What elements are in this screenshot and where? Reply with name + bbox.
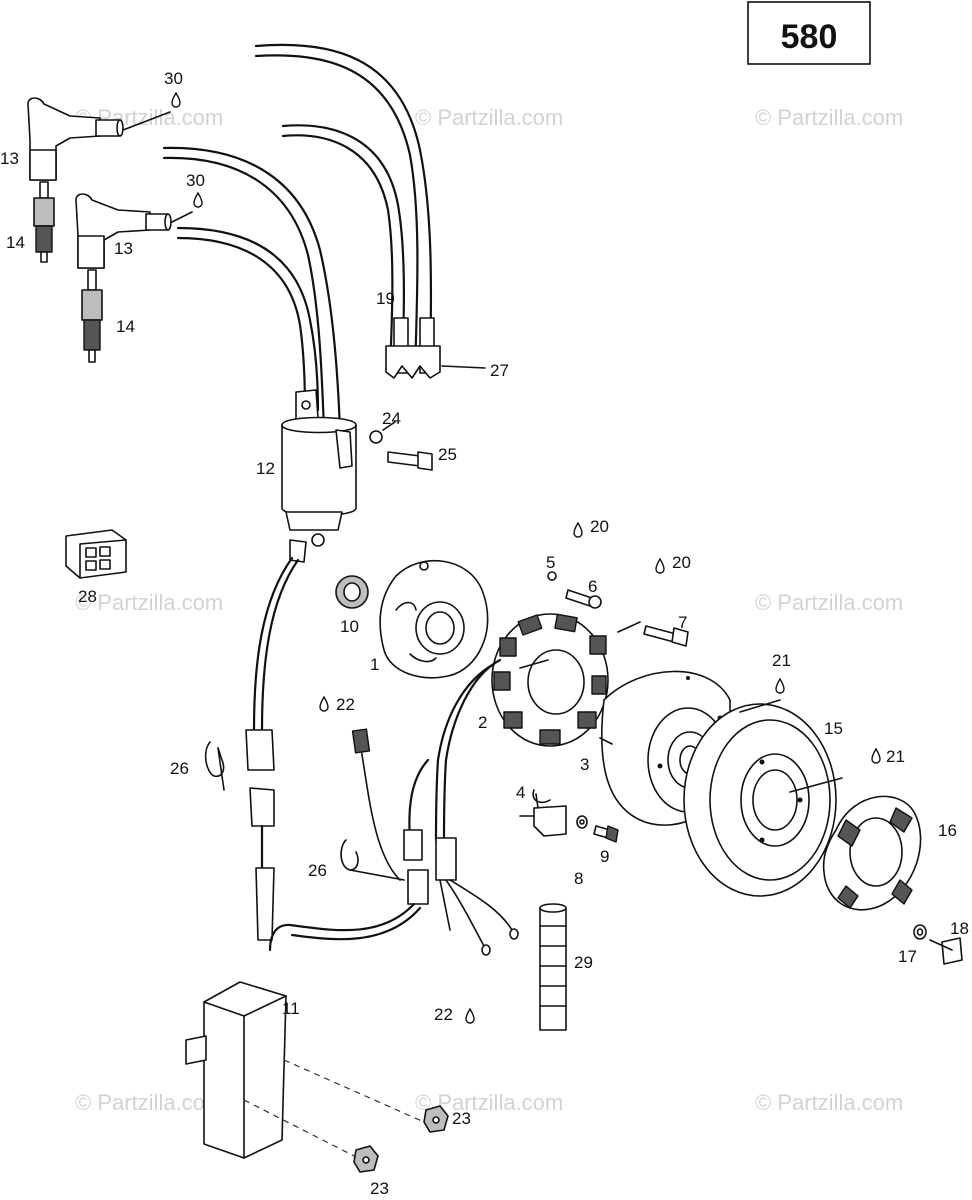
spark-plug-upper [33, 181, 55, 263]
callout-6: 6 [588, 577, 597, 596]
trigger-coil [519, 789, 567, 837]
callout-5: 5 [546, 553, 555, 572]
callout-18: 18 [950, 919, 969, 938]
callout-16: 16 [938, 821, 957, 840]
callout-25: 25 [438, 445, 457, 464]
callout-3: 3 [580, 755, 589, 774]
wire-clip [385, 345, 486, 379]
watermark: © Partzilla.com [755, 1090, 903, 1115]
lubricant-icon [573, 522, 583, 538]
flywheel-screw [643, 625, 689, 647]
coil-harness [245, 556, 300, 941]
lubricant-icon [193, 192, 203, 208]
engine-badge-text: 580 [781, 18, 838, 56]
callout-8: 8 [574, 869, 583, 888]
engine-badge: 580 [747, 1, 871, 65]
callout-26: 26 [308, 861, 327, 880]
callout-11: 11 [282, 999, 300, 1018]
pulley-washer [913, 924, 927, 940]
callout-22: 22 [336, 695, 355, 714]
stator-connector [351, 728, 371, 754]
trigger-screw [593, 825, 619, 843]
spark-plug-cap-upper [27, 97, 171, 181]
watermarks: © Partzilla.com © Partzilla.com © Partzi… [75, 105, 903, 1115]
lubricant-icon [655, 558, 665, 574]
lubricant-icon [871, 748, 881, 764]
cdi-module [185, 981, 287, 1159]
washer [576, 815, 588, 829]
lubricant-icon [465, 1008, 475, 1024]
wire-sleeve [539, 903, 567, 1031]
callout-15: 15 [824, 719, 843, 738]
callout-1: 1 [370, 655, 379, 674]
spark-plug-cap-lower [75, 193, 193, 269]
nut-upper [423, 1105, 449, 1133]
callout-17: 17 [898, 947, 917, 966]
leader-lines [519, 621, 843, 809]
grommet [335, 575, 369, 609]
cable-tie-left [204, 741, 225, 791]
callout-22: 22 [434, 1005, 453, 1024]
cdi-mount-lines [243, 1059, 425, 1161]
callout-29: 29 [574, 953, 593, 972]
callout-21: 21 [772, 651, 791, 670]
callout-7: 7 [678, 613, 687, 632]
watermark: © Partzilla.com [755, 590, 903, 615]
ring-gear [683, 703, 837, 897]
cable-tie-center [340, 839, 405, 881]
nut-lower [353, 1145, 379, 1173]
ignition-coil [281, 389, 396, 563]
lubricant-icon [319, 696, 329, 712]
stator [491, 613, 609, 747]
pulley-screw [929, 937, 963, 965]
lubricant-icon [775, 678, 785, 694]
connector-housing [65, 529, 127, 579]
watermark: © Partzilla.com [75, 590, 223, 615]
callout-4: 4 [516, 783, 525, 802]
watermark: © Partzilla.com [755, 105, 903, 130]
callout-19: 19 [376, 289, 395, 308]
callout-23: 23 [370, 1179, 389, 1198]
stator-plate [379, 560, 489, 679]
callout-13: 13 [0, 149, 19, 168]
callout-10: 10 [340, 617, 359, 636]
callout-21: 21 [886, 747, 905, 766]
callout-14: 14 [116, 317, 135, 336]
callout-24: 24 [382, 409, 401, 428]
stator-screw [547, 571, 602, 609]
callout-27: 27 [490, 361, 509, 380]
callout-13: 13 [114, 239, 133, 258]
callout-30: 30 [164, 69, 183, 88]
watermark: © Partzilla.com [415, 105, 563, 130]
callout-2: 2 [478, 713, 487, 732]
callout-23: 23 [452, 1109, 471, 1128]
callout-9: 9 [600, 847, 609, 866]
callout-14: 14 [6, 233, 25, 252]
stator-harness [268, 658, 519, 956]
spark-plug-lower [81, 269, 103, 363]
coil-bolt [387, 451, 433, 471]
callout-28: 28 [78, 587, 97, 606]
pulley [822, 795, 922, 911]
callouts: 30 30 13 13 14 14 19 27 24 25 12 28 10 1… [0, 69, 969, 1198]
watermark: © Partzilla.com [75, 1090, 223, 1115]
callout-12: 12 [256, 459, 275, 478]
callout-20: 20 [590, 517, 609, 536]
callout-26: 26 [170, 759, 189, 778]
callout-20: 20 [672, 553, 691, 572]
lubricant-icon [171, 92, 181, 108]
callout-30: 30 [186, 171, 205, 190]
